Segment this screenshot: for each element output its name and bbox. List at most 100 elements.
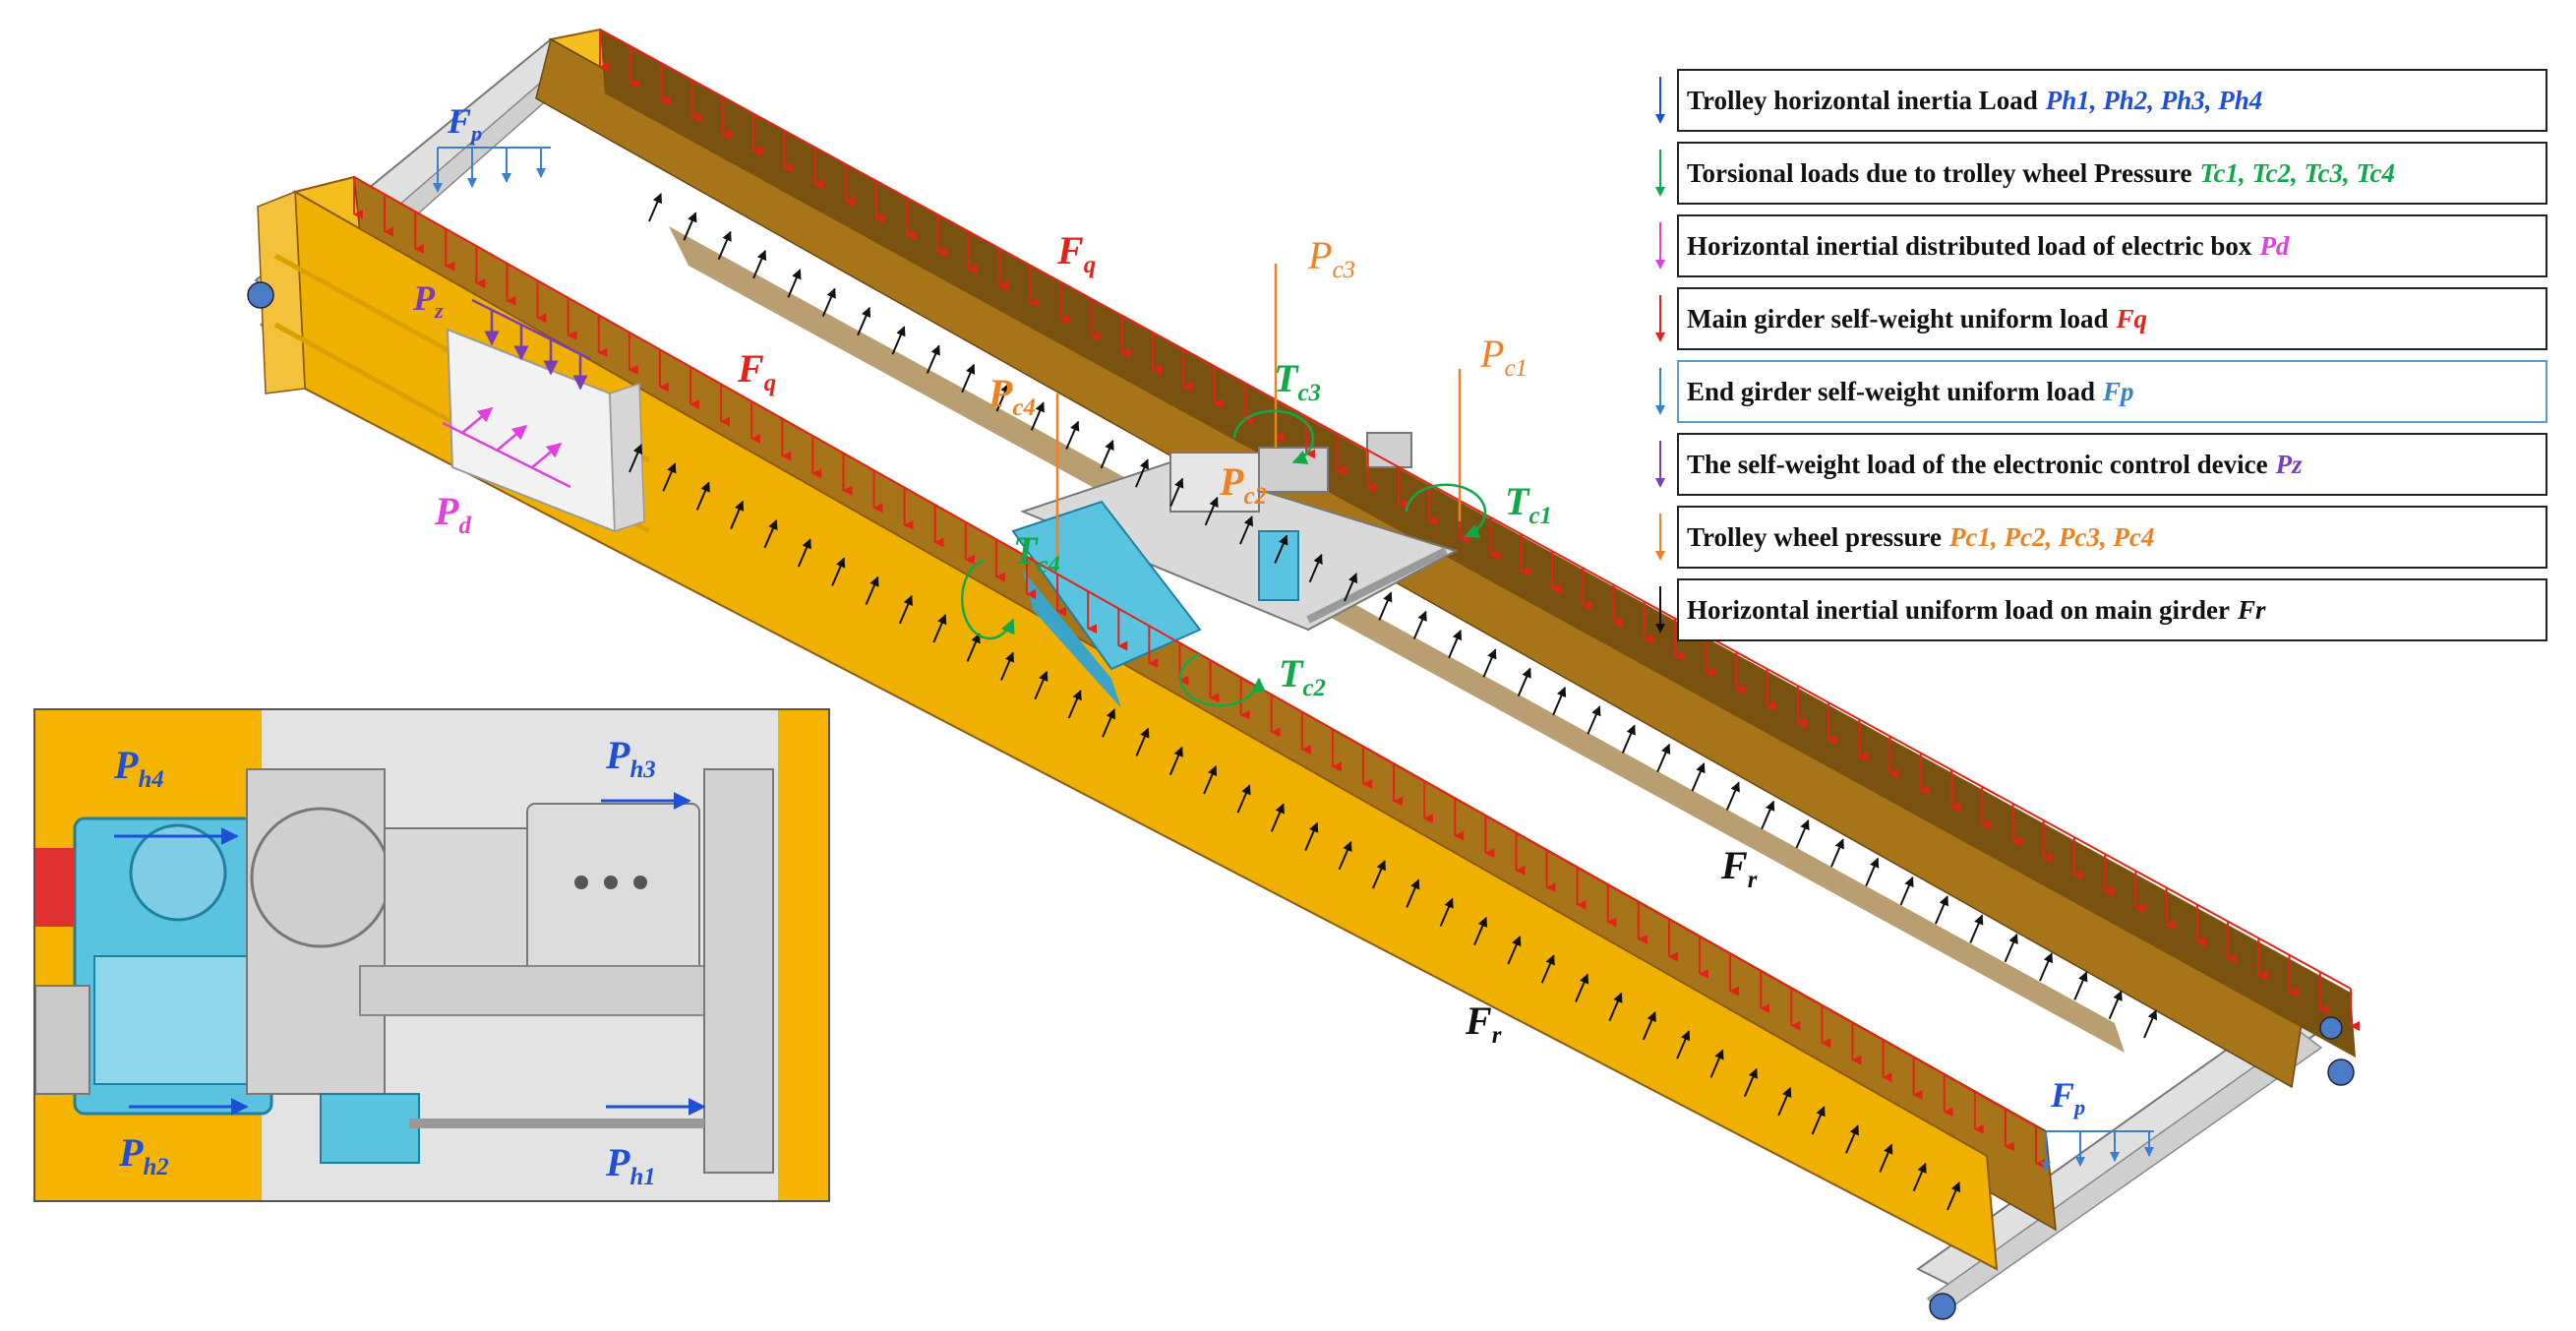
ph2-label: Ph2 bbox=[119, 1130, 169, 1180]
load-arrow bbox=[1587, 705, 1601, 735]
load-arrow bbox=[1134, 458, 1149, 488]
load-arrow bbox=[2039, 952, 2054, 982]
load-arrow bbox=[1743, 1067, 1758, 1098]
arrow-down-icon bbox=[1655, 222, 1665, 270]
load-arrow bbox=[1239, 515, 1253, 545]
tc4-label: Tc4 bbox=[1013, 528, 1060, 578]
load-arrow bbox=[1540, 954, 1555, 984]
fr-front-label: Fr bbox=[1466, 998, 1502, 1049]
pz-label: Pz bbox=[413, 278, 444, 324]
load-arrow bbox=[683, 212, 697, 241]
pc3-label: Pc3 bbox=[1308, 233, 1355, 283]
ph1-label: Ph1 bbox=[606, 1140, 656, 1190]
load-arrow bbox=[1203, 765, 1218, 795]
load-arrow bbox=[1378, 591, 1393, 621]
load-arrow bbox=[1448, 630, 1463, 659]
legend-item-pd: Horizontal inertial distributed load of … bbox=[1677, 214, 2547, 277]
load-arrow bbox=[1795, 819, 1810, 849]
legend-syms: Fr bbox=[2237, 594, 2266, 625]
arrow-down-icon bbox=[1655, 295, 1665, 342]
load-arrow bbox=[1865, 857, 1880, 886]
arrow-down-icon bbox=[1655, 368, 1665, 415]
load-arrow bbox=[648, 193, 663, 222]
load-arrow bbox=[1969, 914, 1984, 943]
pc2-label: Pc2 bbox=[1220, 459, 1267, 510]
load-arrow bbox=[1517, 667, 1531, 696]
pc4-label: Pc4 bbox=[988, 371, 1036, 421]
pz-arrows bbox=[471, 298, 591, 391]
legend-syms: Pz bbox=[2275, 449, 2303, 479]
load-arrow bbox=[1777, 1086, 1792, 1117]
legend-item-fr: Horizontal inertial uniform load on main… bbox=[1677, 578, 2547, 641]
load-arrow bbox=[1552, 686, 1567, 716]
load-arrow bbox=[1473, 916, 1488, 946]
load-arrow bbox=[1338, 840, 1352, 871]
load-arrow bbox=[730, 500, 745, 530]
load-arrow bbox=[1899, 876, 1914, 906]
load-arrow bbox=[1829, 838, 1844, 868]
load-arrow bbox=[1482, 648, 1497, 678]
load-arrow bbox=[857, 306, 871, 336]
load-arrow bbox=[898, 594, 913, 625]
load-arrow bbox=[2073, 971, 2088, 1000]
legend-syms: Tc1, Tc2, Tc3, Tc4 bbox=[2199, 157, 2396, 188]
trolley-top-view-inset: Ph4 Ph3 Ph2 Ph1 bbox=[33, 708, 830, 1202]
fp-bottom-label: Fp bbox=[2051, 1075, 2086, 1120]
load-arrow bbox=[1030, 401, 1045, 431]
load-arrow bbox=[1169, 477, 1184, 507]
load-arrow bbox=[1100, 440, 1114, 469]
load-arrow bbox=[1344, 573, 1358, 602]
load-arrow bbox=[1304, 821, 1319, 852]
load-arrow bbox=[1065, 420, 1080, 451]
load-arrow bbox=[1270, 803, 1285, 832]
load-arrow bbox=[995, 383, 1010, 412]
load-arrow bbox=[1811, 1106, 1826, 1135]
load-arrow bbox=[1879, 1143, 1893, 1173]
load-arrow bbox=[1709, 1049, 1724, 1078]
load-arrow bbox=[1621, 724, 1636, 754]
load-arrow bbox=[1608, 992, 1623, 1022]
pc1-label: Pc1 bbox=[1480, 332, 1528, 382]
legend-syms: Pd bbox=[2259, 230, 2290, 261]
load-arrow bbox=[1135, 727, 1150, 756]
trolley-top-view bbox=[35, 710, 828, 1200]
load-arrow bbox=[1912, 1162, 1927, 1192]
arrow-down-icon bbox=[1655, 514, 1665, 561]
load-arrow bbox=[966, 633, 981, 662]
fq-front-label: Fq bbox=[738, 346, 777, 396]
arrow-down-icon bbox=[1655, 77, 1665, 124]
fr-back-label: Fr bbox=[1721, 843, 1758, 893]
arrow-down-icon bbox=[1655, 586, 1665, 634]
load-arrow bbox=[1236, 784, 1251, 814]
load-arrow bbox=[1371, 860, 1386, 889]
load-arrow bbox=[1274, 534, 1288, 564]
tc3-label: Tc3 bbox=[1274, 356, 1321, 406]
load-arrow bbox=[1308, 553, 1323, 583]
legend-syms: Ph1, Ph2, Ph3, Ph4 bbox=[2045, 85, 2263, 115]
load-arrow bbox=[1761, 800, 1775, 830]
legend-item-pz: The self-weight load of the electronic c… bbox=[1677, 433, 2547, 496]
fq-arrows-front bbox=[353, 176, 2045, 1169]
load-arrow bbox=[763, 519, 778, 549]
load-arrow bbox=[932, 614, 947, 643]
load-arrow bbox=[717, 230, 732, 260]
load-arrow bbox=[1439, 897, 1454, 927]
load-arrow bbox=[1406, 878, 1420, 908]
arrow-down-icon bbox=[1655, 441, 1665, 488]
load-arrow bbox=[1845, 1124, 1859, 1154]
pc-lines bbox=[1055, 264, 1462, 571]
load-arrow bbox=[2108, 990, 2123, 1020]
tc2-label: Tc2 bbox=[1279, 651, 1326, 701]
load-arrow bbox=[1067, 690, 1082, 719]
load-arrow bbox=[1412, 610, 1427, 640]
load-arrow bbox=[1725, 781, 1740, 811]
load-arrow bbox=[865, 575, 879, 606]
legend-syms: Fq bbox=[2116, 303, 2147, 333]
load-arrow bbox=[1676, 1030, 1691, 1059]
load-arrow bbox=[1168, 746, 1183, 776]
tc-arcs bbox=[960, 409, 1487, 707]
load-arrow bbox=[629, 444, 643, 473]
